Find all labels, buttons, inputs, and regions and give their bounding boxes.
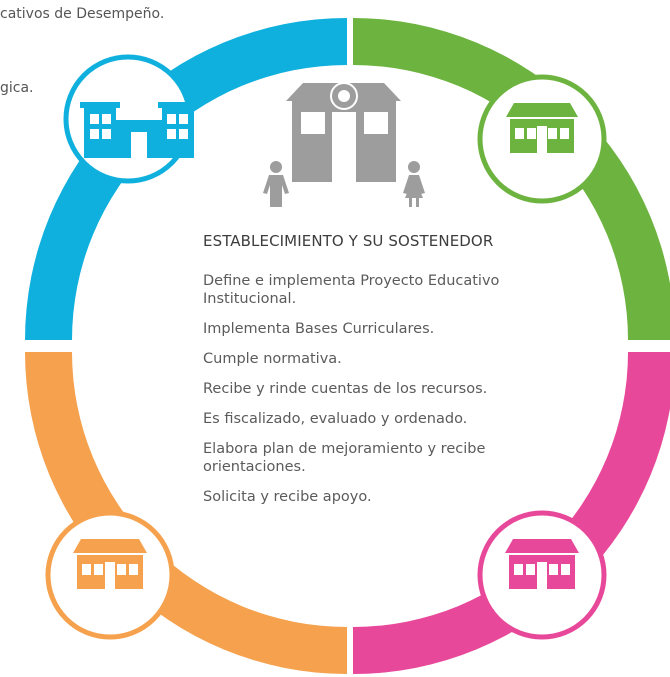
- person-male-icon: [263, 161, 289, 207]
- responsibilities-list: Define e implementa Proyecto Educativo I…: [203, 272, 548, 518]
- list-item: Cumple normativa.: [203, 351, 342, 367]
- school-house-icon-pink: [505, 539, 579, 589]
- list-item: Define e implementa Proyecto Educativo I…: [203, 273, 500, 307]
- ring-segment-orange: [25, 352, 347, 674]
- person-female-icon: [403, 161, 425, 207]
- list-item: Elabora plan de mejoramiento y recibe or…: [203, 441, 486, 475]
- badge-top-left: [63, 54, 198, 184]
- list-item: Implementa Bases Curriculares.: [203, 321, 435, 337]
- partial-text-line-1: cativos de Desempeño.: [0, 6, 165, 22]
- ring-segment-blue: [25, 18, 347, 340]
- list-item: Solicita y recibe apoyo.: [203, 489, 372, 505]
- school-house-icon-green: [506, 103, 578, 153]
- school-building-icon: [80, 102, 198, 158]
- center-title: ESTABLECIMIENTO Y SU SOSTENEDOR: [203, 232, 494, 250]
- badge-bottom-right: [477, 510, 607, 640]
- school-with-people-icon: [263, 82, 425, 207]
- badge-top-right: [477, 74, 607, 204]
- school-house-icon-orange: [73, 539, 147, 589]
- list-item: Es fiscalizado, evaluado y ordenado.: [203, 411, 468, 427]
- partial-text-line-2: gica.: [0, 80, 34, 96]
- list-item: Recibe y rinde cuentas de los recursos.: [203, 381, 488, 397]
- badge-bottom-left: [45, 510, 175, 640]
